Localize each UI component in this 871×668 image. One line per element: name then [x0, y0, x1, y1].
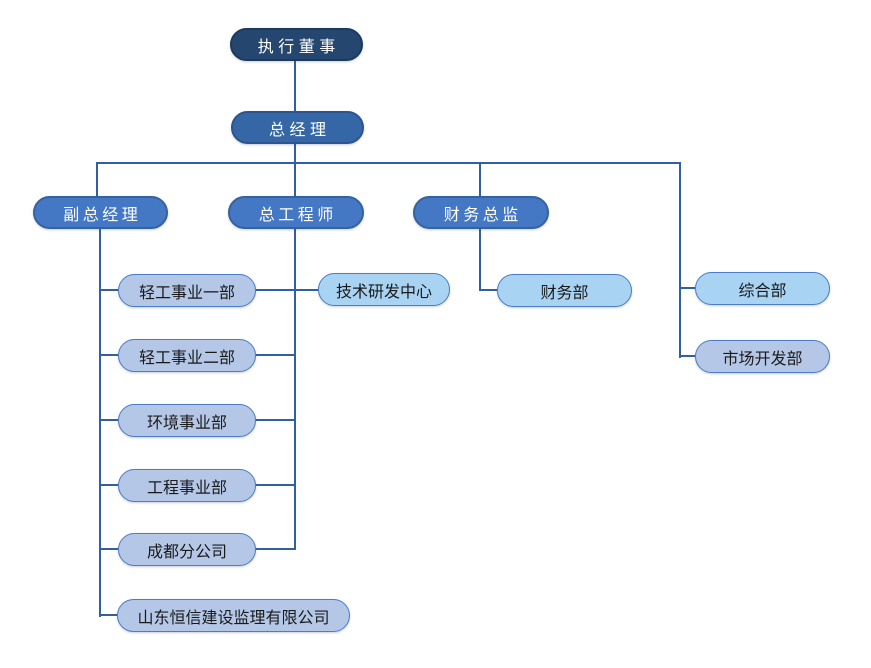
connector-chief-engineer-spine — [294, 229, 296, 550]
connector-exec-to-gm — [294, 61, 296, 111]
org-node-executive-director: 执行董事 — [230, 28, 363, 61]
org-node-general-manager: 总经理 — [231, 111, 364, 144]
org-node-deputy-general-manager: 副总经理 — [33, 196, 168, 229]
connector-finance-spine — [479, 229, 481, 290]
org-node-general-affairs-dept: 综合部 — [695, 272, 830, 305]
connector-tick-light2-right — [256, 354, 295, 356]
connector-tick-environment-right — [256, 419, 295, 421]
connector-tick-light2-left — [99, 354, 118, 356]
connector-drop-chief-engineer — [294, 162, 296, 196]
connector-right-branch-spine — [679, 162, 681, 358]
org-node-chief-engineer: 总工程师 — [228, 196, 364, 229]
org-node-shandong-hengxin: 山东恒信建设监理有限公司 — [117, 599, 350, 632]
connector-drop-finance-director — [479, 162, 481, 196]
connector-tick-light1-to-rd — [256, 289, 318, 291]
connector-drop-deputy-gm — [96, 162, 98, 196]
connector-tick-environment-left — [99, 419, 118, 421]
org-node-light-industry-div-2: 轻工事业二部 — [118, 339, 256, 372]
org-node-tech-rd-center: 技术研发中心 — [318, 273, 450, 306]
org-node-light-industry-div-1: 轻工事业一部 — [118, 274, 256, 307]
connector-gm-to-bus — [294, 144, 296, 163]
connector-tick-market-dev — [679, 355, 695, 357]
connector-tick-chengdu-left — [99, 548, 118, 550]
org-node-finance-dept: 财务部 — [497, 274, 632, 307]
connector-tick-shandong-left — [99, 614, 118, 616]
org-node-engineering-div: 工程事业部 — [118, 469, 256, 502]
connector-tick-light1-left — [99, 289, 118, 291]
connector-tick-general-affairs — [679, 287, 695, 289]
connector-tick-engineering-right — [256, 484, 295, 486]
org-node-chengdu-branch: 成都分公司 — [118, 533, 256, 566]
org-node-market-dev-dept: 市场开发部 — [695, 340, 830, 373]
connector-bus-horizontal — [96, 162, 681, 164]
connector-deputy-gm-spine — [99, 229, 101, 617]
connector-tick-engineering-left — [99, 484, 118, 486]
org-node-environment-div: 环境事业部 — [118, 404, 256, 437]
org-node-finance-director: 财务总监 — [413, 196, 549, 229]
connector-tick-finance-dept — [479, 289, 497, 291]
connector-tick-chengdu-right — [256, 548, 295, 550]
